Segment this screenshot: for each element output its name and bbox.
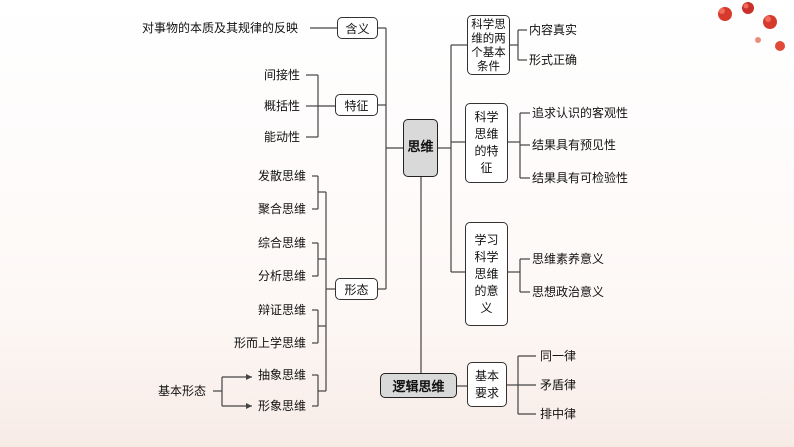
form-item-convergent: 聚合思维 xyxy=(258,202,307,216)
forms-node: 形态 xyxy=(335,278,378,300)
requirement-item-contradiction: 矛盾律 xyxy=(540,378,577,392)
meaning-node: 含义 xyxy=(337,17,378,39)
significance-node: 学习科学思维的意义 xyxy=(465,222,508,326)
form-item-divergent: 发散思维 xyxy=(258,169,307,183)
center-node-thinking: 思维 xyxy=(403,119,438,177)
requirement-item-excluded-middle: 排中律 xyxy=(540,407,577,421)
form-item-analytic: 分析思维 xyxy=(258,269,307,283)
form-item-dialectical: 辩证思维 xyxy=(258,303,307,317)
characteristic-item-objectivity: 追求认识的客观性 xyxy=(532,106,629,120)
characteristics-node: 科学思维的特征 xyxy=(465,103,508,183)
requirement-item-identity: 同一律 xyxy=(540,349,577,363)
characteristic-item-predictive: 结果具有预见性 xyxy=(532,138,617,152)
meaning-description: 对事物的本质及其规律的反映 xyxy=(142,21,299,35)
conditions-node: 科学思维的两个基本条件 xyxy=(467,15,510,75)
basic-forms-label: 基本形态 xyxy=(158,384,207,398)
condition-item-true-content: 内容真实 xyxy=(529,23,578,37)
basic-requirements-node: 基本要求 xyxy=(467,362,507,407)
form-item-synthetic: 综合思维 xyxy=(258,236,307,250)
features-node: 特征 xyxy=(335,94,378,116)
feature-item-3: 能动性 xyxy=(264,130,301,144)
significance-item-literacy: 思维素养意义 xyxy=(532,252,605,266)
flower-ornament-1 xyxy=(718,7,732,21)
flower-ornament-5 xyxy=(755,37,761,43)
form-item-imagery: 形象思维 xyxy=(258,399,307,413)
flower-ornament-4 xyxy=(775,41,785,51)
lantern-decoration xyxy=(718,2,785,51)
feature-item-1: 间接性 xyxy=(264,68,301,82)
flower-ornament-2 xyxy=(742,2,754,14)
form-item-metaphysical: 形而上学思维 xyxy=(234,336,307,350)
logical-thinking-node: 逻辑思维 xyxy=(380,373,457,398)
condition-item-correct-form: 形式正确 xyxy=(529,53,578,67)
flower-ornament-3 xyxy=(763,15,777,29)
feature-item-2: 概括性 xyxy=(264,99,301,113)
significance-item-political: 思想政治意义 xyxy=(532,285,605,299)
form-item-abstract: 抽象思维 xyxy=(258,368,307,382)
characteristic-item-testable: 结果具有可检验性 xyxy=(532,171,629,185)
